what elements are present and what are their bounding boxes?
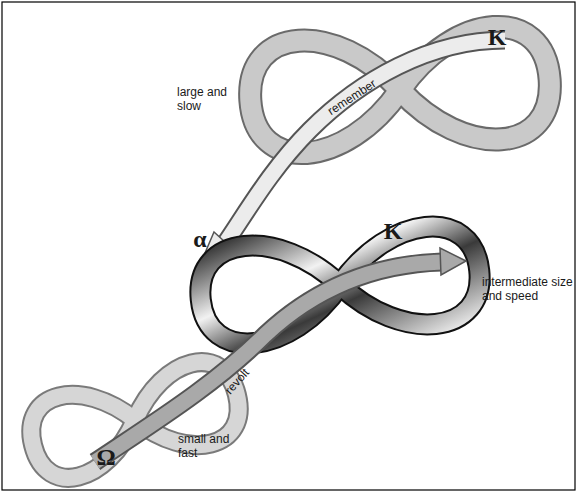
scale-label: intermediate size and speed [482, 276, 574, 304]
k-symbol: K [384, 218, 403, 246]
k-symbol: K [488, 24, 507, 52]
alpha-symbol: α [193, 226, 206, 254]
scale-label: large and slow [177, 86, 229, 114]
scale-label: small and fast [178, 433, 232, 461]
omega-symbol: Ω [96, 444, 115, 472]
revolt-arrow [95, 248, 466, 462]
